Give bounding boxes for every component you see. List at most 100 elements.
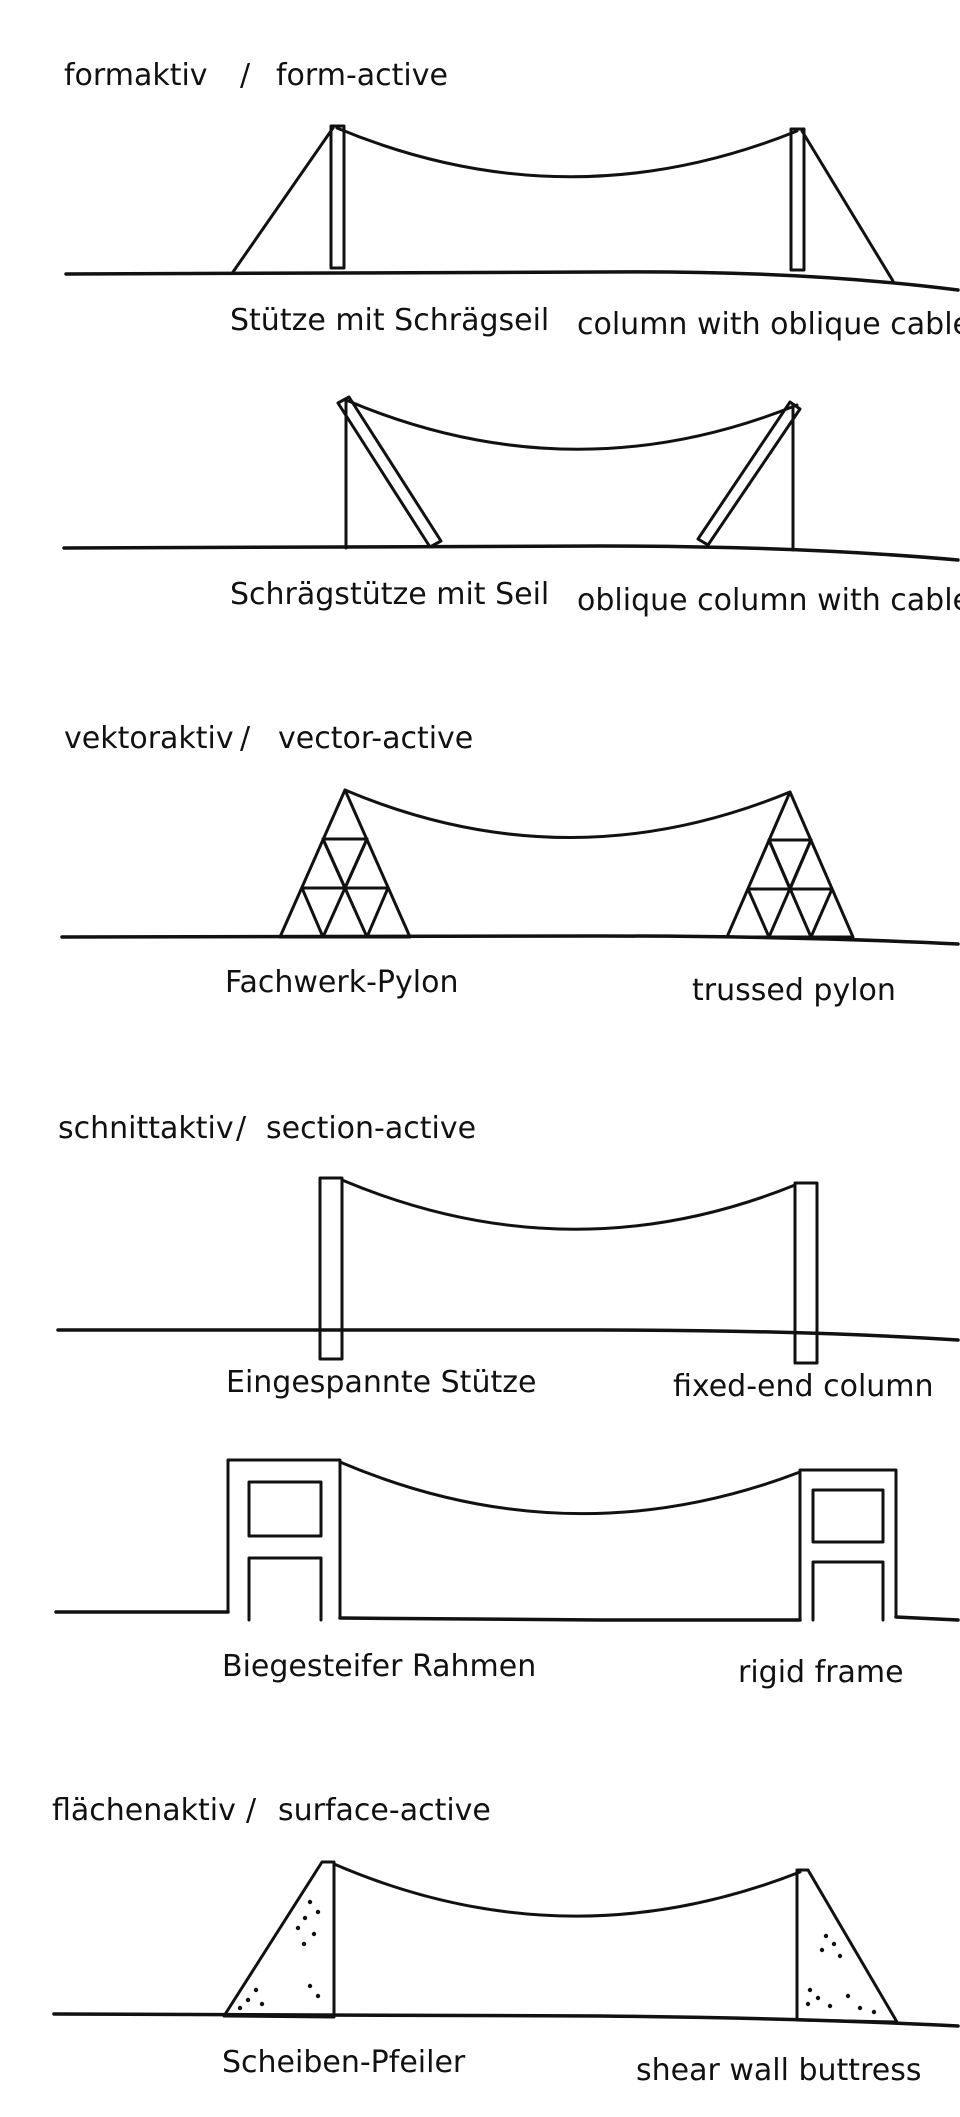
heading-de-section-active: schnittaktiv xyxy=(58,1111,234,1146)
label-de: Eingespannte Stütze xyxy=(226,1365,536,1400)
heading-de-form-active: formaktiv xyxy=(64,58,208,93)
main-cable xyxy=(332,1862,802,1918)
stipple-dot xyxy=(301,1941,307,1947)
label-en: rigid frame xyxy=(738,1655,904,1690)
label-en: trussed pylon xyxy=(692,973,896,1008)
left-rigid-frame xyxy=(226,1458,342,1622)
stipple-dot xyxy=(237,2005,243,2011)
stipple-dot xyxy=(871,2009,877,2015)
left-truss-pylon xyxy=(278,788,412,939)
truss-outline xyxy=(725,790,855,939)
ground-line xyxy=(56,1328,960,1342)
heading-separator: / xyxy=(236,1111,247,1146)
truss-diagonal xyxy=(365,886,390,939)
stipple-dot xyxy=(831,1941,837,1947)
diagram-shear-wall-buttress: Scheiben-Pfeiler shear wall buttress xyxy=(52,1860,960,2088)
heading-en-section-active: section-active xyxy=(266,1111,476,1146)
stipple-dot xyxy=(295,1925,301,1931)
right-rigid-frame xyxy=(798,1468,898,1622)
label-en: fixed-end column xyxy=(673,1369,934,1404)
section-vector-active: vektoraktiv / vector-active xyxy=(60,721,960,1008)
label-en: column with oblique cable xyxy=(577,307,960,342)
heading-en-surface-active: surface-active xyxy=(278,1793,491,1828)
buttress-outline xyxy=(795,1868,899,2024)
right-truss-pylon xyxy=(725,790,855,939)
truss-diagonal xyxy=(343,837,369,890)
truss-diagonal xyxy=(746,887,771,939)
ground-line xyxy=(52,2012,960,2028)
frame-outer xyxy=(226,1458,342,1620)
diagram-column-with-oblique-cable: Stütze mit Schrägseil column with obliqu… xyxy=(64,124,960,342)
truss-diagonal xyxy=(809,887,834,939)
stipple-dot xyxy=(805,2001,811,2007)
label-de: Fachwerk-Pylon xyxy=(225,965,458,1000)
right-column xyxy=(789,127,806,272)
right-fixed-column xyxy=(793,1181,819,1365)
stipple-dot xyxy=(819,1947,825,1953)
label-de: Biegesteifer Rahmen xyxy=(222,1649,536,1684)
stipple-dot xyxy=(837,1953,843,1959)
heading-separator: / xyxy=(240,721,251,756)
stipple-dot xyxy=(823,1933,829,1939)
frame-opening-upper xyxy=(247,1480,323,1538)
frame-opening-upper xyxy=(811,1488,885,1544)
stipple-dot xyxy=(815,1995,821,2001)
stipple-dot xyxy=(253,1987,259,1993)
label-de: Schrägstütze mit Seil xyxy=(230,577,549,612)
truss-diagonal xyxy=(788,838,813,891)
heading-en-vector-active: vector-active xyxy=(278,721,473,756)
stipple-dot xyxy=(827,2003,833,2009)
stipple-dot xyxy=(857,2005,863,2011)
stipple-dot xyxy=(307,1983,313,1989)
left-fixed-column xyxy=(318,1176,344,1361)
heading-separator: / xyxy=(240,58,251,93)
main-cable xyxy=(343,788,792,839)
stipple-dot xyxy=(845,1993,851,1999)
truss-diagonal xyxy=(321,837,347,890)
stipple-dot xyxy=(315,1909,321,1915)
main-cable xyxy=(335,126,799,179)
label-en: shear wall buttress xyxy=(636,2053,921,2088)
ground-line-right xyxy=(894,1615,960,1622)
section-surface-active: flächenaktiv / surface-active xyxy=(52,1793,960,2088)
stipple-dot xyxy=(302,1915,308,1921)
left-column xyxy=(329,124,346,270)
left-stay-cable xyxy=(231,126,335,274)
right-shear-wall-buttress xyxy=(795,1868,899,2024)
stipple-dot xyxy=(307,1899,313,1905)
truss-diagonal xyxy=(767,838,792,891)
heading-separator: / xyxy=(246,1793,257,1828)
stipple-dot xyxy=(315,1993,321,1999)
heading-en-form-active: form-active xyxy=(276,58,448,93)
frame-opening-lower xyxy=(811,1560,885,1622)
label-en: oblique column with cable xyxy=(577,583,960,618)
diagram-fixed-end-column: Eingespannte Stütze fixed-end column xyxy=(56,1176,960,1404)
main-cable xyxy=(340,1178,797,1231)
frame-outer xyxy=(798,1468,898,1622)
heading-de-vector-active: vektoraktiv xyxy=(64,721,234,756)
heading-de-surface-active: flächenaktiv xyxy=(52,1793,236,1828)
ground-line xyxy=(64,270,960,292)
stipple-dot xyxy=(245,1997,251,2003)
stipple-dot xyxy=(311,1931,317,1937)
right-stay-cable xyxy=(800,129,895,283)
stipple-dot xyxy=(259,2001,265,2007)
ground-line-middle xyxy=(338,1616,802,1622)
label-de: Stütze mit Schrägseil xyxy=(230,303,549,338)
diagram-trussed-pylon: Fachwerk-Pylon trussed pylon xyxy=(60,788,960,1008)
left-shear-wall-buttress xyxy=(222,1860,336,2019)
left-oblique-column xyxy=(336,395,443,549)
label-de: Scheiben-Pfeiler xyxy=(222,2045,466,2080)
diagram-rigid-frame: Biegesteifer Rahmen rigid frame xyxy=(54,1458,960,1690)
frame-opening-lower xyxy=(247,1556,323,1622)
main-cable xyxy=(344,398,799,451)
diagram-oblique-column-with-cable: Schrägstütze mit Seil oblique column wit… xyxy=(62,395,960,618)
truss-outline xyxy=(278,788,412,939)
buttress-outline xyxy=(222,1860,336,2019)
stipple-dot xyxy=(807,1987,813,1993)
truss-diagonal xyxy=(300,886,325,939)
ground-line xyxy=(62,544,960,562)
main-cable xyxy=(338,1460,802,1516)
